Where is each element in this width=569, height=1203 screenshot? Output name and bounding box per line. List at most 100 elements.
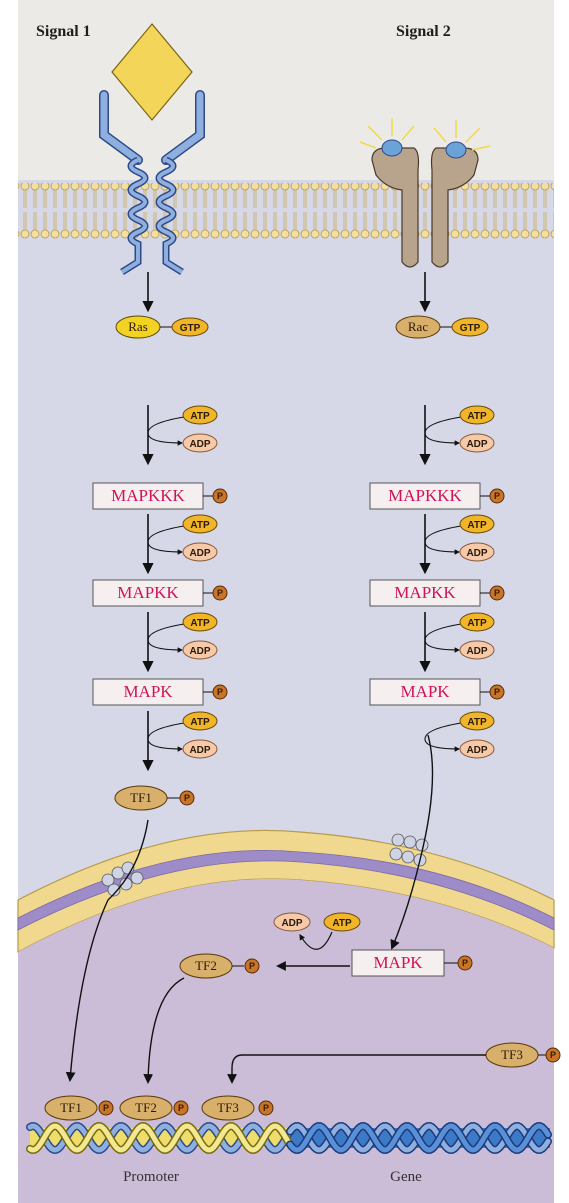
left-kinase-label-1: MAPKK	[117, 583, 179, 602]
left-atp-adp-curve	[147, 623, 185, 653]
left-kinase-phosphate-icon-1	[212, 585, 228, 601]
left-atp-shape	[182, 612, 218, 632]
tf3-phosphate-label: P	[550, 1050, 556, 1060]
arrow-tf2-to-dna	[143, 977, 185, 1084]
gtp-right-shape	[451, 317, 489, 337]
right-atp-adp-curve	[424, 525, 462, 555]
arrow-tf1-to-dna	[65, 819, 149, 1082]
tf2-phosphate-label: P	[249, 961, 255, 971]
tf1-dna-label: TF1	[60, 1100, 82, 1115]
right-last-adp-shape	[459, 739, 495, 759]
right-atp-label: ATP	[467, 618, 487, 629]
mapk-nuclear-phosphate-icon	[457, 955, 473, 971]
signal-1-label: Signal 1	[36, 23, 91, 40]
right-kinase-phosphate-label-1: P	[494, 588, 500, 598]
mapk-nuclear-label: MAPK	[373, 953, 423, 972]
right-atp-shape	[459, 405, 495, 425]
right-kinase-phosphate-icon-1	[489, 585, 505, 601]
promoter-strand-b	[27, 1123, 293, 1153]
gtp-left-label: GTP	[180, 323, 201, 334]
right-kinase-phosphate-icon-0	[489, 488, 505, 504]
pathway-steps: ATP ADP ATP ADP ATP ADP ATP ADP MAPKKK P MAPKK P MAP…	[92, 405, 505, 772]
gene-label: Gene	[390, 1169, 422, 1185]
right-atp-label: ATP	[467, 411, 487, 422]
receptor-tyrosine-kinase	[99, 23, 205, 275]
left-atp-adp-curve	[147, 722, 185, 752]
tf2-dna-shape	[119, 1095, 173, 1121]
tf3-dna-label: TF3	[217, 1100, 239, 1115]
tf3-dna-shape	[201, 1095, 255, 1121]
left-kinase-box-0	[92, 482, 204, 510]
atp-nuclear-label: ATP	[332, 918, 352, 929]
adp-nuclear-shape	[273, 912, 311, 932]
left-atp-label: ATP	[190, 618, 210, 629]
right-atp-shape	[459, 514, 495, 534]
promoter-strand-a	[27, 1123, 293, 1153]
right-kinase-phosphate-label-0: P	[494, 491, 500, 501]
left-kinase-label-0: MAPKKK	[111, 486, 185, 505]
tf1-phosphate-label: P	[184, 793, 190, 803]
dna-bound-factors: TF1 P TF2 P TF3 P	[44, 1095, 274, 1121]
right-atp-adp-curve	[424, 623, 462, 653]
right-kinase-box-2	[369, 678, 481, 706]
nuclear-pore-left	[101, 861, 144, 897]
tf1-dna-shape	[44, 1095, 98, 1121]
plasma-membrane	[18, 183, 554, 241]
left-atp-shape	[182, 405, 218, 425]
left-atp-label: ATP	[190, 520, 210, 531]
right-kinase-box-0	[369, 482, 481, 510]
ligand-diamond	[111, 23, 193, 121]
left-adp-label: ADP	[189, 548, 210, 559]
right-atp-label: ATP	[467, 520, 487, 531]
right-last-atp-adp-curve	[424, 722, 462, 752]
left-atp-shape	[182, 514, 218, 534]
gtp-right-label: GTP	[460, 323, 481, 334]
tf3-dna-phosphate-label: P	[263, 1103, 269, 1113]
mapk-nuclear-phosphate-label: P	[462, 958, 468, 968]
right-kinase-label-0: MAPKKK	[388, 486, 462, 505]
ligand-glow	[359, 118, 491, 151]
right-atp-adp-curve	[424, 416, 462, 446]
adp-nuclear-label: ADP	[281, 918, 302, 929]
left-kinase-box-1	[92, 579, 204, 607]
left-adp-label: ADP	[189, 745, 210, 756]
right-kinase-phosphate-icon-2	[489, 684, 505, 700]
left-atp-label: ATP	[190, 411, 210, 422]
left-kinase-phosphate-label-2: P	[217, 687, 223, 697]
tf1-cytoplasm-label: TF1	[130, 790, 152, 805]
left-kinase-phosphate-label-0: P	[217, 491, 223, 501]
left-kinase-phosphate-icon-2	[212, 684, 228, 700]
tf1-phosphate-icon	[179, 790, 195, 806]
left-kinase-label-2: MAPK	[123, 682, 173, 701]
ligand-left	[381, 139, 403, 157]
right-last-adp-label: ADP	[466, 745, 487, 756]
left-atp-adp-curve	[147, 525, 185, 555]
signal-2-label: Signal 2	[396, 23, 451, 40]
left-atp-adp-curve	[147, 416, 185, 446]
tf2-phosphate-icon	[244, 958, 260, 974]
dna-double-helix	[26, 1122, 552, 1154]
tf3-dna-phosphate-icon	[258, 1100, 274, 1116]
right-last-atp-shape	[459, 711, 495, 731]
left-kinase-phosphate-label-1: P	[217, 588, 223, 598]
right-adp-shape	[459, 640, 495, 660]
ras-label: Ras	[128, 319, 148, 334]
left-adp-shape	[182, 640, 218, 660]
tf2-dna-label: TF2	[135, 1100, 157, 1115]
arrow-tf3-to-dna	[227, 1054, 486, 1084]
channel-receptor	[359, 118, 491, 268]
left-atp-label: ATP	[190, 717, 210, 728]
left-adp-label: ADP	[189, 439, 210, 450]
atp-nuclear-shape	[323, 912, 361, 932]
tf1-dna-phosphate-label: P	[103, 1103, 109, 1113]
right-adp-shape	[459, 542, 495, 562]
right-kinase-phosphate-label-2: P	[494, 687, 500, 697]
left-kinase-box-2	[92, 678, 204, 706]
right-atp-shape	[459, 612, 495, 632]
tf2-nuclear-label: TF2	[195, 958, 217, 973]
tf3-nuclear-label: TF3	[501, 1047, 523, 1062]
left-adp-label: ADP	[189, 646, 210, 657]
tf2-dna-phosphate-label: P	[178, 1103, 184, 1113]
gene-strand-b	[287, 1123, 551, 1153]
